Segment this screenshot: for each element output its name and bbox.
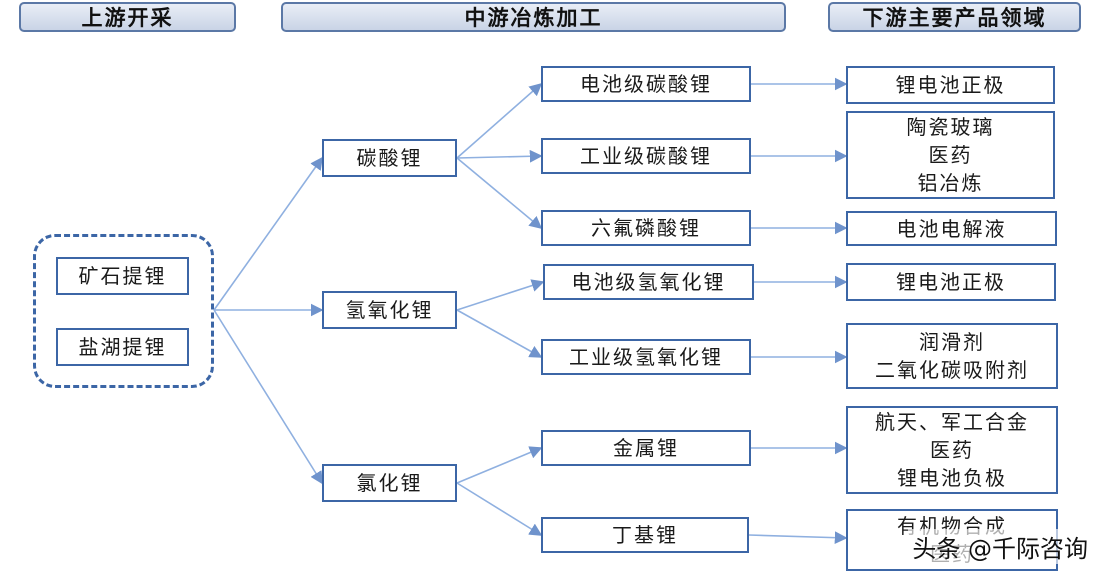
application-line: 航天、军工合金	[875, 410, 1029, 434]
line-carbonate-battery	[456, 82, 543, 159]
product-battery-hydroxide: 电池级氢氧化锂	[543, 264, 754, 300]
line-chloride-butyl	[456, 482, 543, 536]
product-butyl: 丁基锂	[541, 517, 749, 553]
application-a5: 润滑剂 二氧化碳吸附剂	[846, 323, 1058, 389]
application-line: 医药	[928, 143, 973, 167]
line-group-carbonate	[213, 156, 323, 311]
product-lipf6: 六氟磷酸锂	[541, 210, 751, 246]
application-a4: 锂电池正极	[846, 263, 1056, 301]
application-a6: 航天、军工合金 医药 锂电池负极	[846, 406, 1058, 494]
product-metal: 金属锂	[541, 430, 751, 466]
header-downstream: 下游主要产品领域	[828, 2, 1081, 32]
application-line: 锂电池正极	[895, 73, 1006, 97]
application-line: 电池电解液	[896, 216, 1007, 241]
application-line: 锂电池正极	[896, 270, 1006, 294]
line-hydroxide-battery	[456, 279, 545, 311]
application-a3: 电池电解液	[846, 211, 1057, 246]
source-salt-lake: 盐湖提锂	[56, 328, 189, 366]
line-hydroxide-industrial	[456, 309, 543, 358]
intermediate-carbonate: 碳酸锂	[322, 139, 457, 177]
line-group-chloride	[213, 309, 323, 485]
application-line: 润滑剂	[919, 330, 985, 354]
intermediate-hydroxide: 氢氧化锂	[322, 291, 457, 329]
watermark: 头条 @千际咨询	[908, 529, 1092, 564]
application-line: 二氧化碳吸附剂	[875, 358, 1029, 382]
line-carbonate-lipf6	[456, 157, 543, 230]
application-line: 铝冶炼	[917, 171, 984, 195]
line-chloride-metal	[456, 446, 543, 484]
application-line: 锂电池负极	[897, 466, 1007, 490]
application-line: 医药	[930, 438, 974, 462]
header-midstream: 中游冶炼加工	[281, 2, 786, 32]
application-line: 陶瓷玻璃	[906, 115, 995, 139]
line-carbonate-industrial	[456, 149, 543, 163]
line-p7-a7	[748, 531, 848, 545]
product-industrial-hydroxide: 工业级氢氧化锂	[541, 339, 751, 375]
intermediate-chloride: 氯化锂	[322, 464, 457, 502]
source-ore: 矿石提锂	[56, 257, 189, 295]
upstream-sources-group	[33, 234, 214, 388]
product-industrial-carbonate: 工业级碳酸锂	[541, 138, 751, 174]
header-upstream: 上游开采	[19, 2, 236, 32]
application-a2: 陶瓷玻璃 医药 铝冶炼	[846, 111, 1055, 199]
application-a1: 锂电池正极	[846, 66, 1055, 104]
product-battery-carbonate: 电池级碳酸锂	[541, 66, 751, 102]
